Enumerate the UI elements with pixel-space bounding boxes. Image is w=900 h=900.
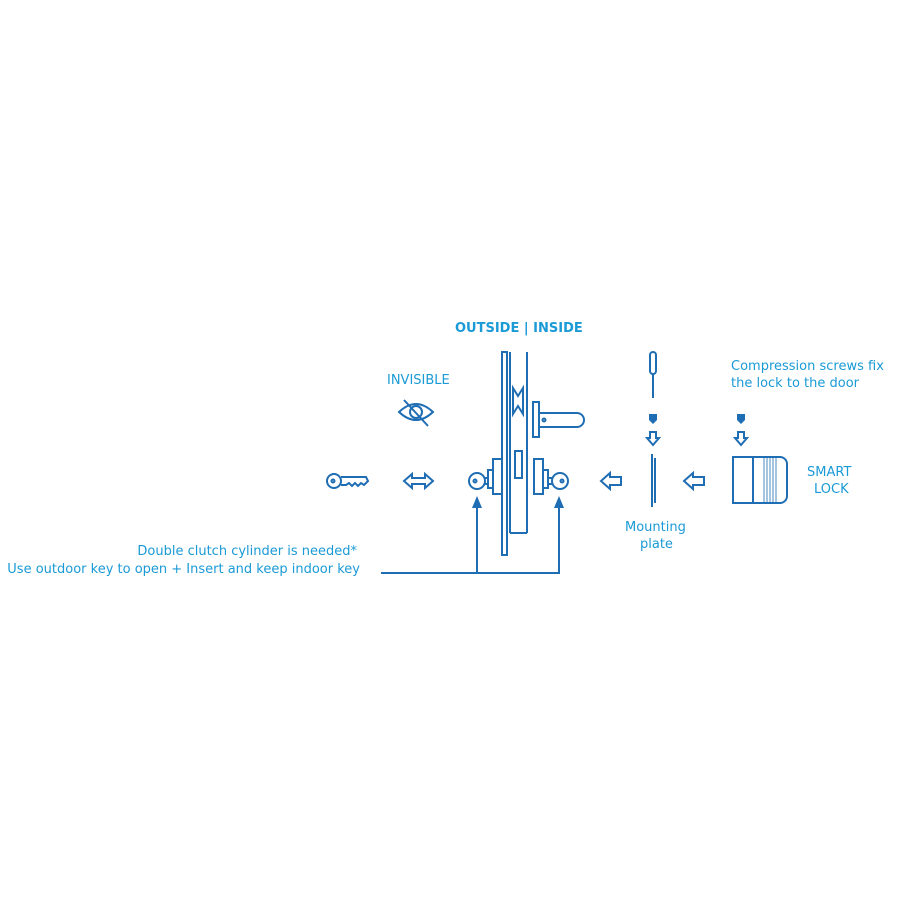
invisible-label: INVISIBLE: [387, 373, 450, 388]
screw-icon: [649, 414, 745, 424]
smart-lock-icon: [732, 456, 788, 504]
cylinder-callout-lines: [381, 496, 564, 574]
compression-label-line2: the lock to the door: [731, 376, 859, 391]
double-arrow-icon: [402, 471, 435, 491]
arrow-left-icon: [682, 470, 705, 492]
compression-label-line1: Compression screws fix: [731, 359, 884, 374]
smart-lock-label-line1: SMART: [807, 465, 852, 480]
mounting-plate-icon: [651, 454, 656, 507]
mounting-plate-label-line1: Mounting: [625, 520, 686, 535]
arrow-down-icon: [644, 431, 662, 447]
outside-key-icon: [468, 472, 488, 490]
screwdriver-icon: [649, 351, 657, 398]
door-with-mortise-lock: [487, 351, 585, 556]
cylinder-note-line2: Use outdoor key to open + Insert and kee…: [7, 562, 360, 577]
arrow-left-icon: [599, 470, 622, 492]
mounting-plate-label-line2: plate: [640, 537, 673, 552]
cylinder-note-line1: Double clutch cylinder is needed*: [137, 544, 357, 559]
inside-key-icon: [548, 472, 569, 490]
smart-lock-label-line2: LOCK: [814, 482, 849, 497]
eye-slash-icon: [397, 399, 435, 427]
outside-inside-label: OUTSIDE | INSIDE: [455, 321, 583, 336]
arrow-down-icon: [732, 431, 750, 447]
outdoor-key-icon: [326, 473, 370, 489]
